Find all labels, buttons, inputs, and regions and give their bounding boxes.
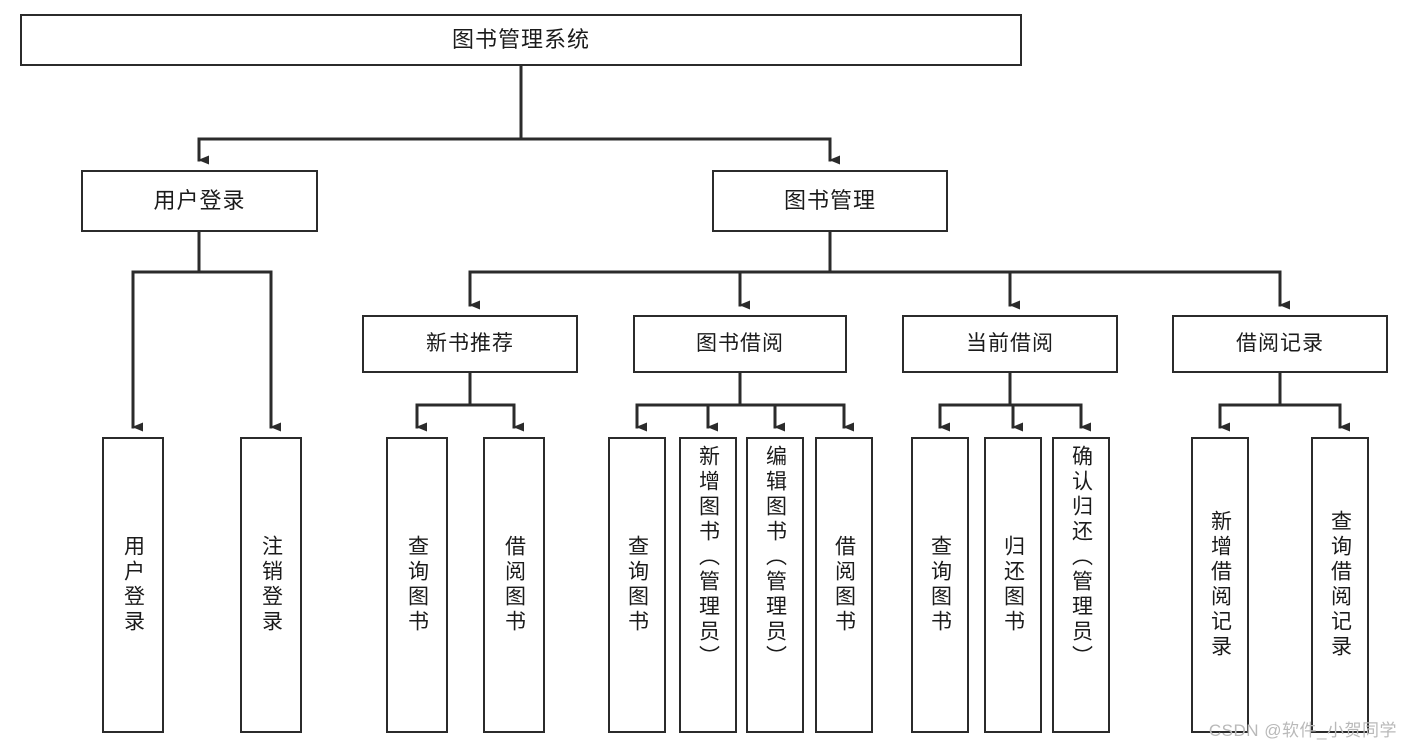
node-book-borrow[interactable]: 图书借阅 [633,315,847,373]
node-leaf-add-book-admin-label: 新增图书（管理员） [696,445,720,670]
node-root[interactable]: 图书管理系统 [20,14,1022,66]
node-leaf-edit-book-admin-label: 编辑图书（管理员） [763,445,787,670]
node-leaf-query-book-3-label: 查询图书 [928,535,952,635]
node-leaf-add-borrow-record-label: 新增借阅记录 [1208,510,1232,660]
node-root-label: 图书管理系统 [451,27,590,53]
node-leaf-user-login[interactable]: 用户登录 [102,437,164,733]
node-leaf-return-book[interactable]: 归还图书 [984,437,1042,733]
node-leaf-borrow-book-2[interactable]: 借阅图书 [815,437,873,733]
node-book-borrow-label: 图书借阅 [696,331,784,355]
node-leaf-add-borrow-record[interactable]: 新增借阅记录 [1191,437,1249,733]
node-book-manage[interactable]: 图书管理 [712,170,948,232]
watermark-text: CSDN @软件_小贺同学 [1208,721,1397,740]
node-leaf-logout-label: 注销登录 [259,535,283,635]
node-user-login[interactable]: 用户登录 [81,170,318,232]
node-leaf-edit-book-admin[interactable]: 编辑图书（管理员） [746,437,804,733]
node-new-book-recommend-label: 新书推荐 [426,331,514,355]
node-leaf-confirm-return-admin-label: 确认归还（管理员） [1069,445,1093,670]
node-user-login-label: 用户登录 [153,188,246,214]
node-leaf-user-login-label: 用户登录 [121,535,145,635]
node-leaf-borrow-book-1[interactable]: 借阅图书 [483,437,545,733]
node-leaf-query-book-2-label: 查询图书 [625,535,649,635]
node-book-manage-label: 图书管理 [783,188,876,214]
node-leaf-query-book-3[interactable]: 查询图书 [911,437,969,733]
node-leaf-query-borrow-record[interactable]: 查询借阅记录 [1311,437,1369,733]
node-current-borrow[interactable]: 当前借阅 [902,315,1118,373]
node-leaf-return-book-label: 归还图书 [1001,535,1025,635]
node-leaf-add-book-admin[interactable]: 新增图书（管理员） [679,437,737,733]
node-borrow-record[interactable]: 借阅记录 [1172,315,1388,373]
node-new-book-recommend[interactable]: 新书推荐 [362,315,578,373]
node-leaf-logout[interactable]: 注销登录 [240,437,302,733]
node-leaf-confirm-return-admin[interactable]: 确认归还（管理员） [1052,437,1110,733]
node-borrow-record-label: 借阅记录 [1236,331,1324,355]
node-leaf-query-book-2[interactable]: 查询图书 [608,437,666,733]
node-leaf-query-borrow-record-label: 查询借阅记录 [1328,510,1352,660]
node-leaf-borrow-book-1-label: 借阅图书 [502,535,526,635]
node-leaf-query-book-1-label: 查询图书 [405,535,429,635]
node-current-borrow-label: 当前借阅 [966,331,1054,355]
node-leaf-borrow-book-2-label: 借阅图书 [832,535,856,635]
node-leaf-query-book-1[interactable]: 查询图书 [386,437,448,733]
